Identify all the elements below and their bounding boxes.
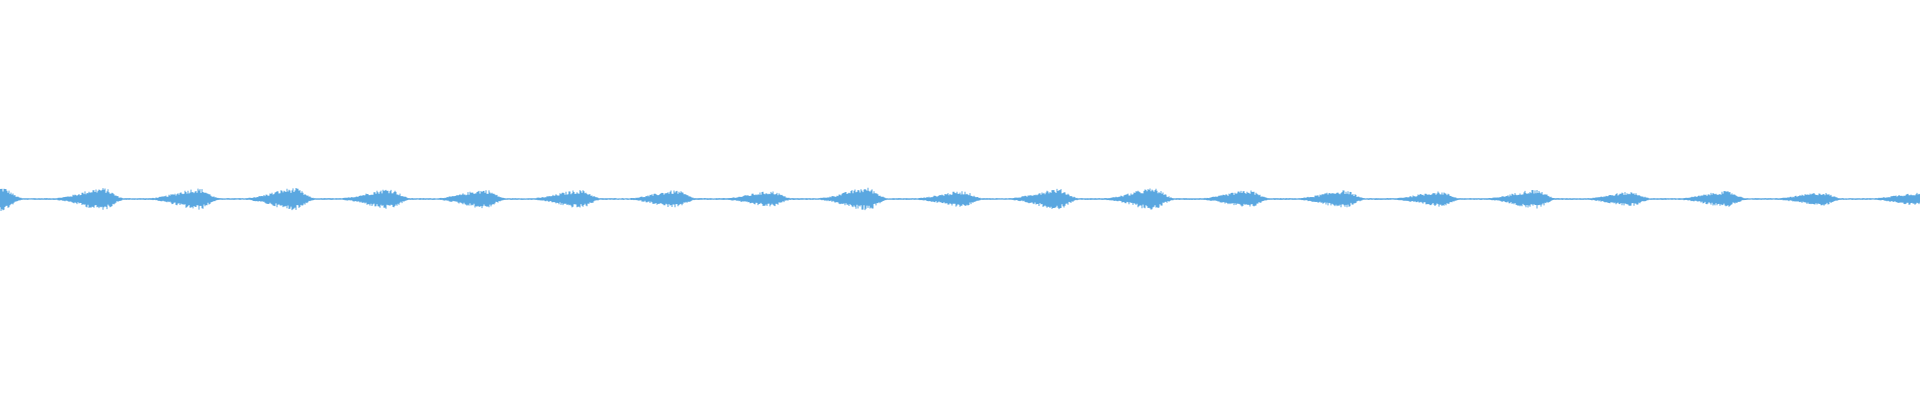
audio-waveform <box>0 187 1920 211</box>
waveform-plot <box>0 187 1920 211</box>
